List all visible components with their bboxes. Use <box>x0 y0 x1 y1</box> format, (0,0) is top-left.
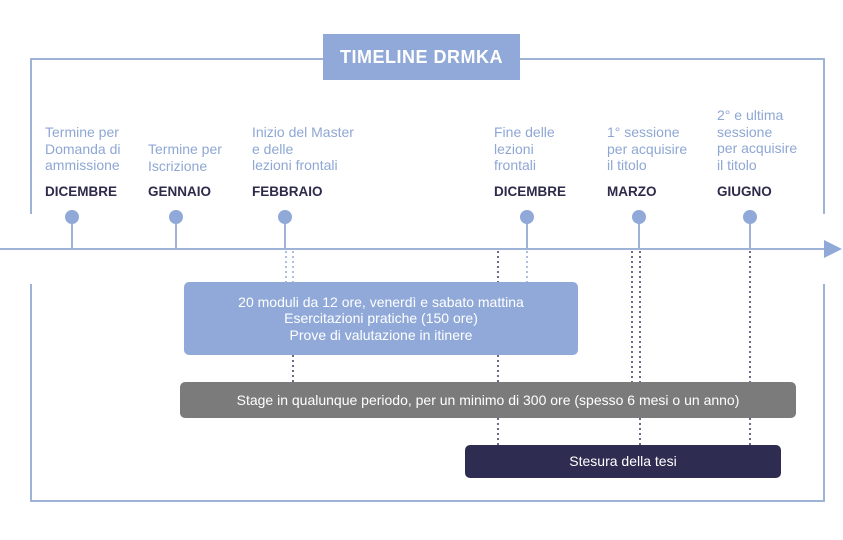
milestone-desc-line: 2° e ultima <box>717 107 784 123</box>
milestone-desc-1: Termine per Domanda di ammissione <box>45 124 121 174</box>
milestone-desc-6: 2° e ultima sessione per acquisire il ti… <box>717 107 797 173</box>
milestone-month-3: FEBBRAIO <box>252 184 323 199</box>
milestone-desc-line: per acquisire <box>607 140 688 157</box>
milestone-desc-line: ammissione <box>45 157 120 173</box>
milestone-desc-line: per acquisire <box>717 140 798 156</box>
milestone-dot <box>632 210 646 224</box>
lessons-bar: 20 moduli da 12 ore, venerdì e sabato ma… <box>184 282 578 355</box>
lessons-bar-line: Esercitazioni pratiche (150 ore) <box>284 310 478 327</box>
stage-bar: Stage in qualunque periodo, per un minim… <box>180 382 796 418</box>
lessons-bar-line: Prove di valutazione in itinere <box>289 326 473 343</box>
dotted-guides-dark <box>292 251 751 445</box>
milestone-desc-line: frontali <box>494 157 537 173</box>
milestone-desc-line: Termine per <box>45 124 119 140</box>
milestone-dot <box>65 210 79 224</box>
milestone-month-2: GENNAIO <box>148 184 212 199</box>
milestone-desc-line: Iscrizione <box>148 157 208 174</box>
milestone-desc-line: il titolo <box>717 156 757 173</box>
milestone-desc-5: 1° sessione per acquisire il titolo <box>607 124 687 174</box>
milestone-dot <box>520 210 534 224</box>
thesis-bar: Stesura della tesi <box>465 445 781 478</box>
milestone-desc-line: 1° sessione <box>607 124 680 140</box>
milestone-desc-line: Domanda di <box>45 140 121 157</box>
milestone-dot <box>169 210 183 224</box>
milestone-desc-line: e delle <box>252 140 294 157</box>
milestone-dot <box>278 210 292 224</box>
thesis-bar-text: Stesura della tesi <box>569 453 677 470</box>
timeline-title: TIMELINE DRMKA <box>323 34 520 80</box>
milestone-month-4: DICEMBRE <box>494 184 567 199</box>
milestone-month-6: GIUGNO <box>717 184 772 199</box>
dotted-guides-blue <box>285 251 528 282</box>
timeline-arrow-icon <box>824 240 842 258</box>
milestone-desc-line: sessione <box>717 123 773 140</box>
milestone-desc-2: Termine per Iscrizione <box>148 141 222 174</box>
milestone-desc-line: lezioni frontali <box>252 157 338 173</box>
timeline-title-text: TIMELINE DRMKA <box>340 46 503 67</box>
milestone-desc-line: Inizio del Master <box>252 124 354 140</box>
milestone-month-1: DICEMBRE <box>45 184 118 199</box>
milestone-month-5: MARZO <box>607 184 657 199</box>
lessons-bar-line: 20 moduli da 12 ore, venerdì e sabato ma… <box>238 293 524 310</box>
milestone-desc-line: lezioni <box>494 140 534 157</box>
milestone-desc-3: Inizio del Master e delle lezioni fronta… <box>252 124 354 174</box>
milestone-desc-line: Fine delle <box>494 124 555 140</box>
milestone-desc-line: il titolo <box>607 157 647 173</box>
milestone-dot <box>743 210 757 224</box>
milestone-desc-line: Termine per <box>148 141 222 157</box>
stage-bar-text: Stage in qualunque periodo, per un minim… <box>236 391 740 408</box>
milestone-desc-4: Fine delle lezioni frontali <box>494 124 555 174</box>
